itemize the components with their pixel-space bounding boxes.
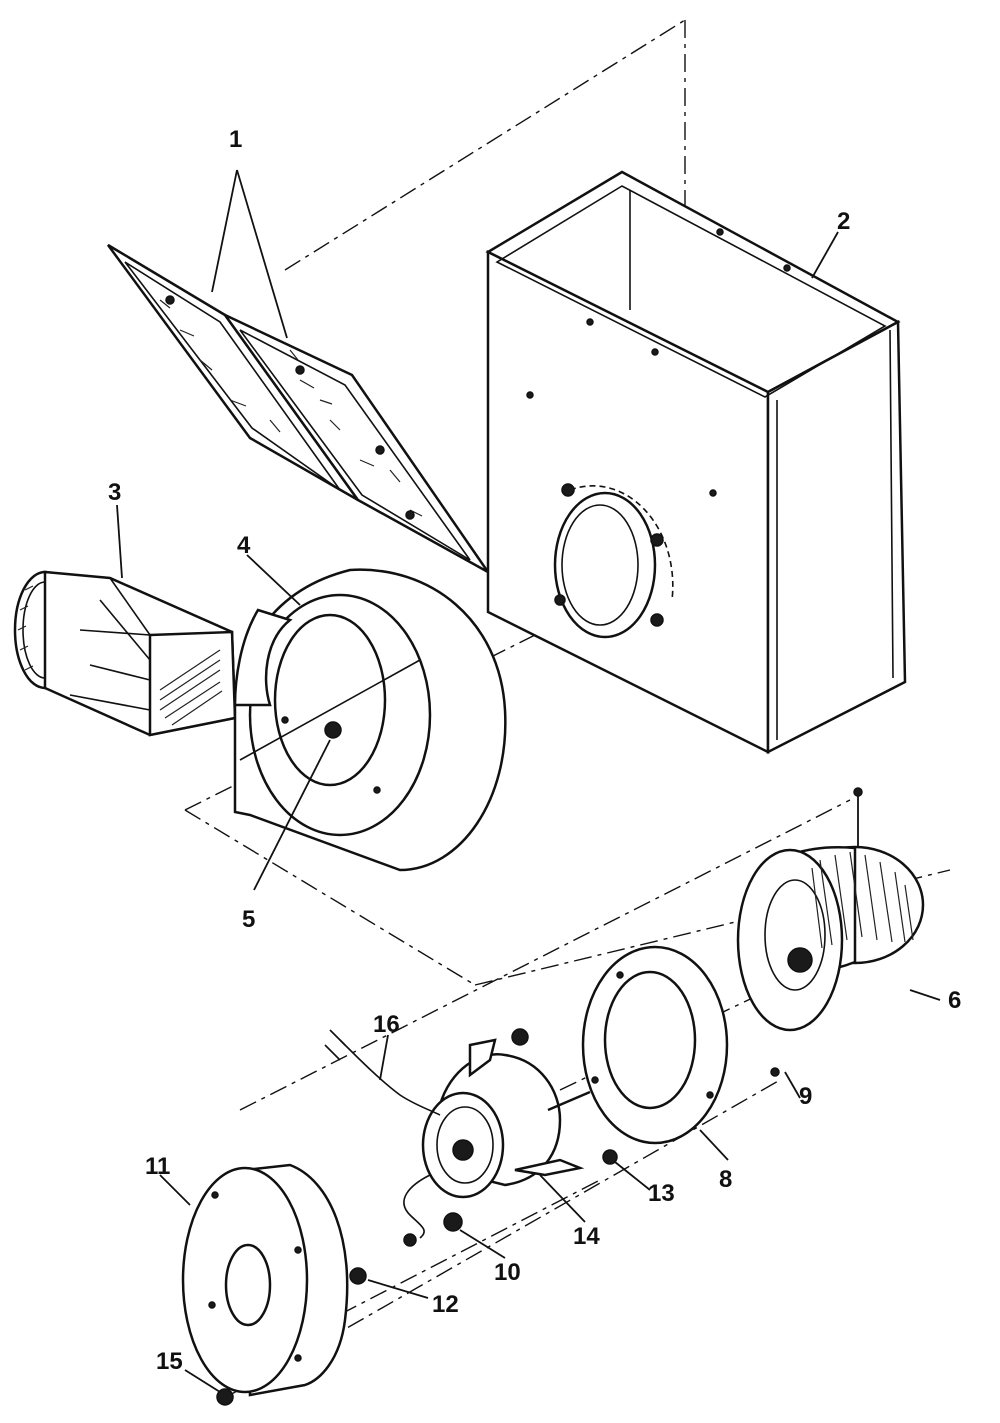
hardware (216, 1028, 780, 1406)
motor (324, 1029, 591, 1247)
label-13: 13 (648, 1180, 675, 1207)
mounting-ring (581, 945, 729, 1145)
label-15: 15 (156, 1348, 183, 1375)
access-panels (106, 243, 490, 574)
label-9: 9 (799, 1083, 812, 1110)
motor-mount (181, 1163, 349, 1397)
callout-labels: 1 2 3 4 5 6 8 9 10 11 12 13 14 15 16 (108, 126, 961, 1375)
label-3: 3 (108, 479, 121, 506)
label-16: 16 (373, 1011, 400, 1038)
label-5: 5 (242, 906, 255, 933)
leader-lines (116, 169, 941, 1393)
label-11: 11 (145, 1153, 170, 1180)
blower-housing (233, 568, 507, 872)
label-12: 12 (432, 1291, 459, 1318)
blower-wheel (736, 787, 925, 1032)
label-10: 10 (494, 1259, 521, 1286)
label-14: 14 (573, 1223, 600, 1250)
cabinet-box (485, 170, 907, 755)
label-6: 6 (948, 987, 961, 1014)
label-4: 4 (237, 532, 251, 559)
label-1: 1 (229, 126, 242, 153)
label-8: 8 (719, 1166, 732, 1193)
label-2: 2 (837, 208, 850, 235)
transition-duct (13, 570, 237, 737)
